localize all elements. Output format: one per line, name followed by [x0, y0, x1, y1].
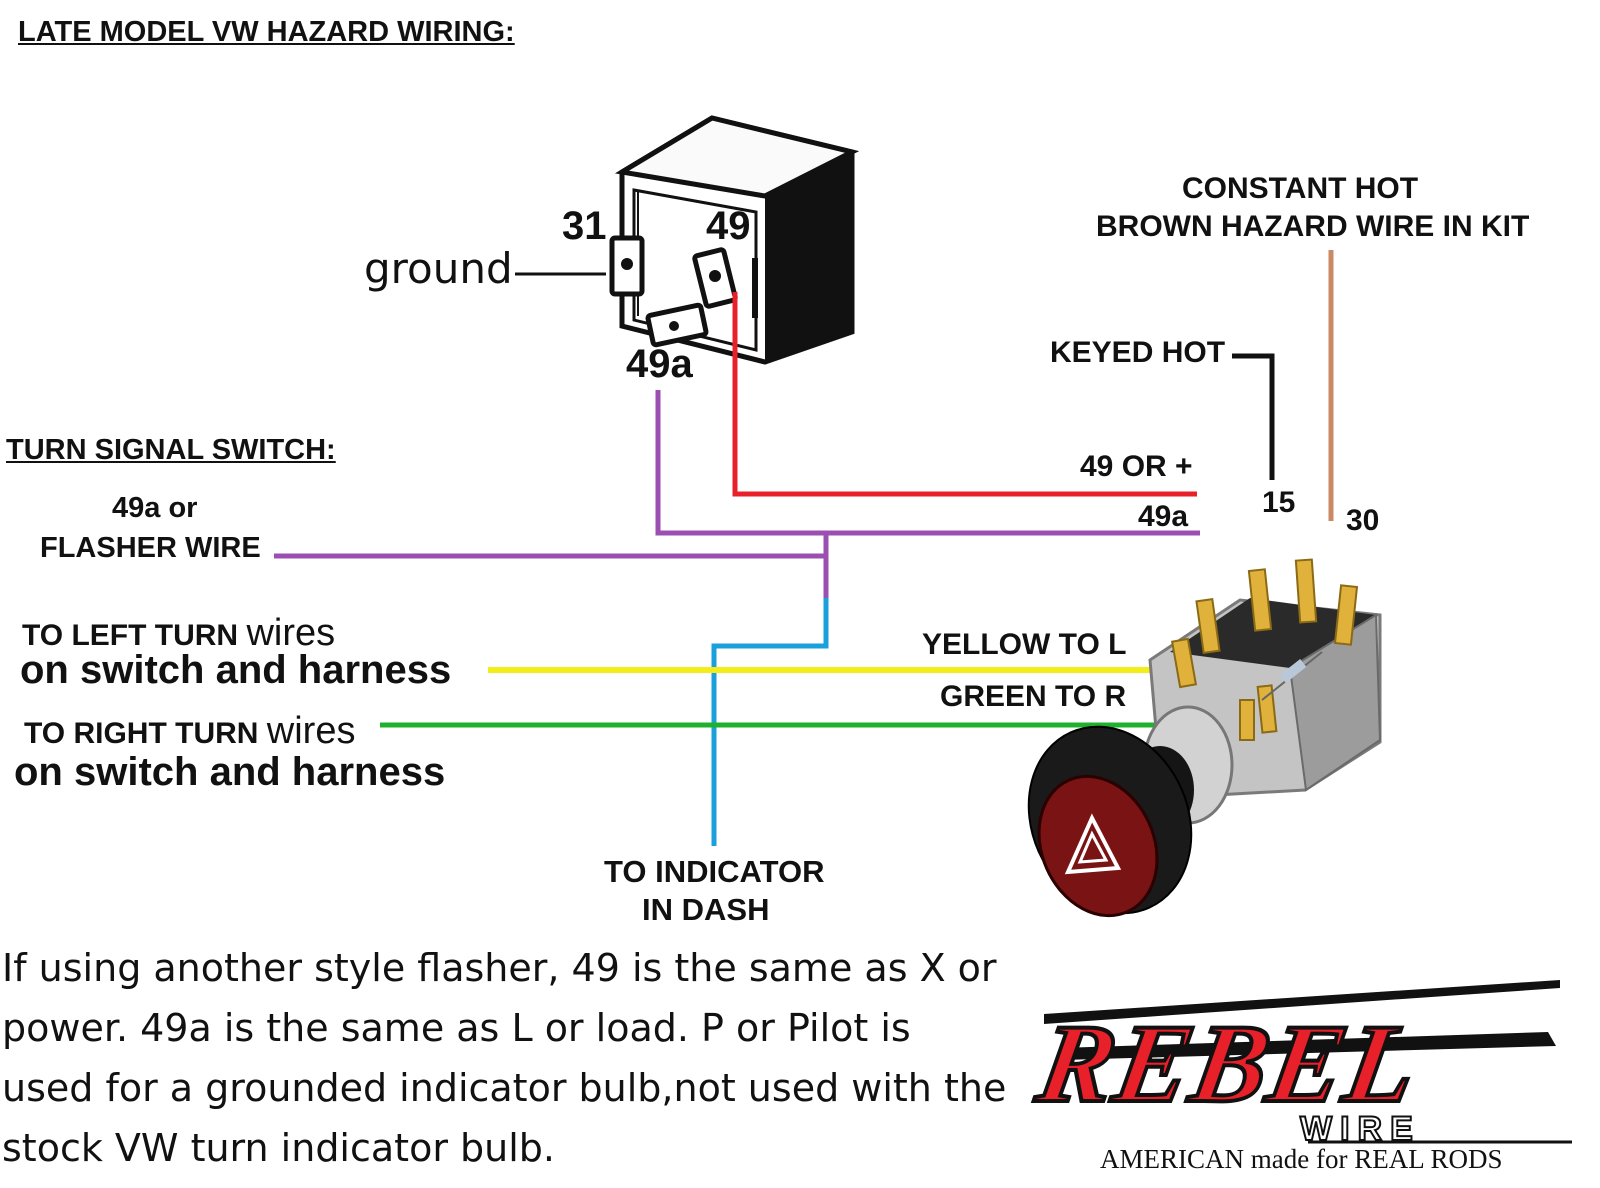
- yellow-wire-label: YELLOW TO L: [922, 628, 1127, 661]
- constant-hot-label-2: BROWN HAZARD WIRE IN KIT: [1096, 210, 1530, 243]
- pin-31-label: 31: [562, 204, 607, 248]
- flasher-relay: [609, 115, 860, 365]
- green-wire-label: GREEN TO R: [940, 680, 1127, 713]
- constant-hot-label-1: CONSTANT HOT: [1182, 172, 1419, 205]
- pin-49-or-plus-label: 49 OR +: [1080, 450, 1193, 483]
- keyed-hot-label: KEYED HOT: [1050, 336, 1226, 369]
- logo-sub: WIRE: [1299, 1109, 1421, 1149]
- pin-30-label: 30: [1346, 504, 1380, 537]
- pin-49-label: 49: [706, 204, 751, 248]
- pin-15-label: 15: [1262, 486, 1296, 519]
- turn-signal-heading: TURN SIGNAL SWITCH:: [6, 434, 336, 466]
- pin-49a-switch-label: 49a: [1138, 500, 1189, 533]
- ground-label: ground: [364, 244, 513, 293]
- right-turn-label-1: TO RIGHT TURN wires: [24, 710, 355, 753]
- purple-wire-49a: [655, 390, 1200, 536]
- flasher-wire-label-1: 49a or: [112, 492, 198, 524]
- left-turn-thin: wires: [246, 612, 336, 654]
- blue-indicator-wire: [711, 598, 829, 846]
- left-turn-label-2: on switch and harness: [20, 648, 452, 692]
- right-turn-bold: TO RIGHT TURN: [24, 717, 259, 750]
- right-turn-label-2: on switch and harness: [14, 750, 446, 794]
- left-turn-label-1: TO LEFT TURN wires: [22, 612, 335, 655]
- left-turn-bold: TO LEFT TURN: [22, 619, 239, 652]
- indicator-label-1: TO INDICATOR: [604, 854, 825, 889]
- red-wire-49: [732, 292, 1197, 497]
- flasher-wire-label-2: FLASHER WIRE: [40, 532, 261, 564]
- right-turn-thin: wires: [266, 710, 356, 752]
- footnote-text: If using another style flasher, 49 is th…: [2, 946, 1007, 1170]
- pin-49a-label: 49a: [626, 342, 693, 386]
- indicator-label-2: IN DASH: [642, 892, 770, 927]
- rebel-wire-logo: [1044, 980, 1572, 1144]
- hazard-switch[interactable]: [1000, 558, 1382, 940]
- keyed-hot-wire: [1232, 353, 1275, 480]
- page-title: LATE MODEL VW HAZARD WIRING:: [18, 16, 515, 48]
- logo-tagline: AMERICAN made for REAL RODS: [1100, 1144, 1503, 1174]
